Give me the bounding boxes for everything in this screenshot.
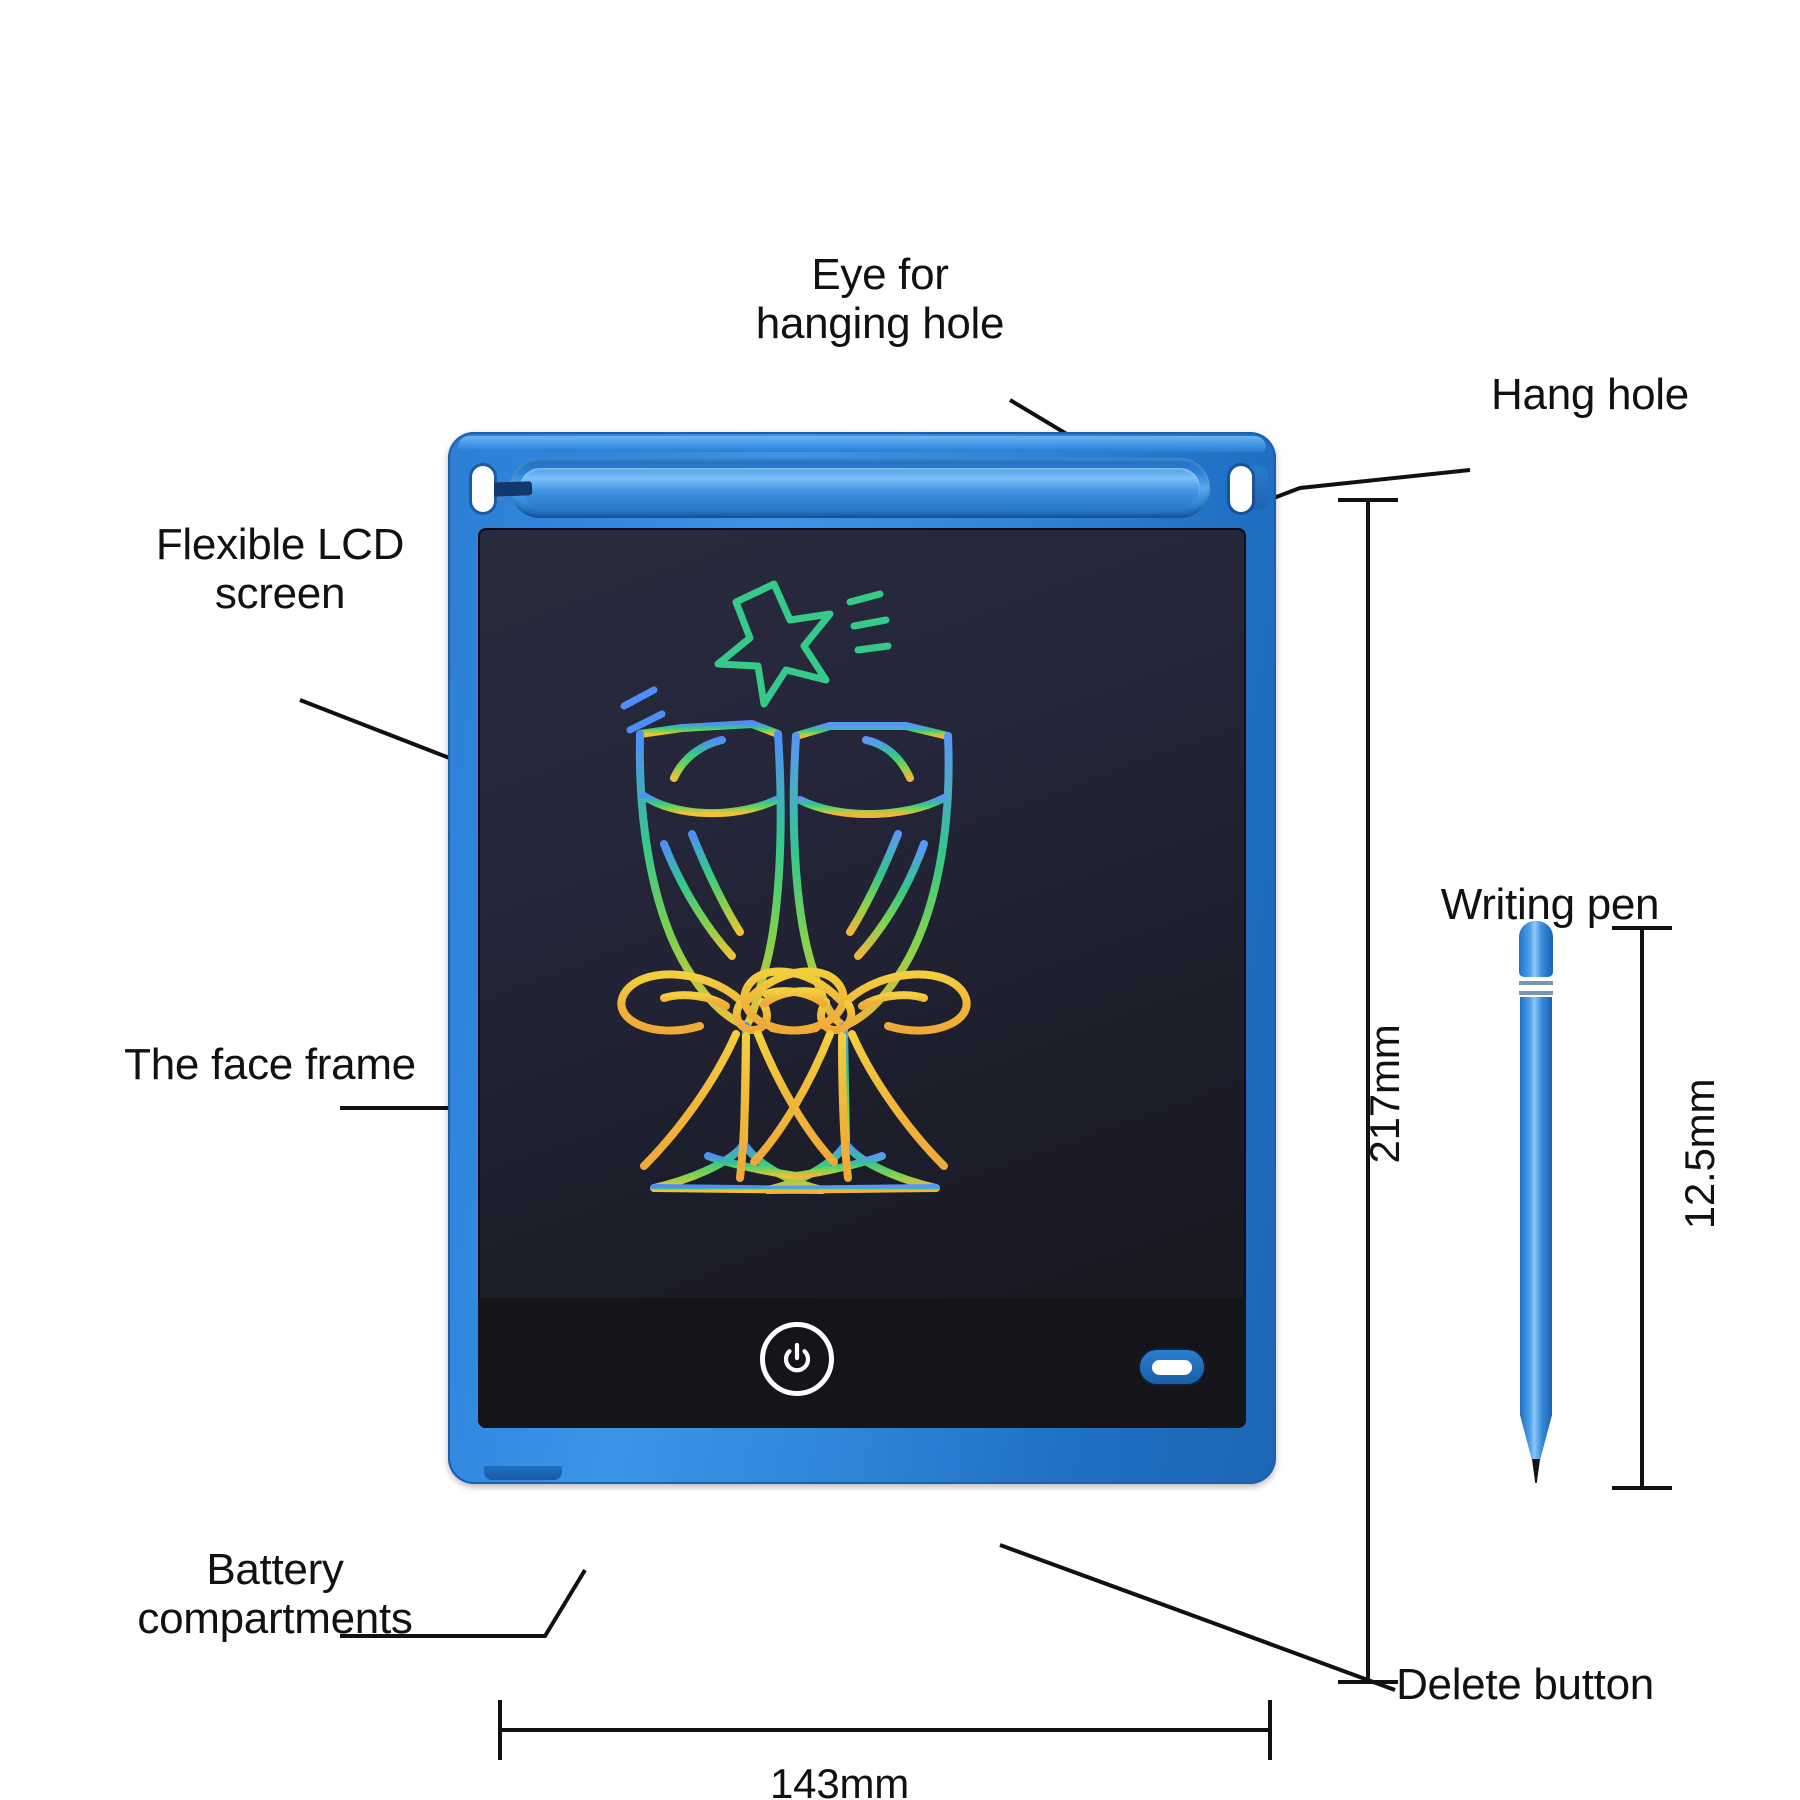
dimension-label-width: 143mm xyxy=(770,1760,910,1800)
pen-cap xyxy=(1519,921,1553,977)
callout-hang-hole: Hang hole xyxy=(1491,370,1689,419)
callout-delete-button: Delete button xyxy=(1396,1660,1654,1709)
erase-lock-indicator-inner xyxy=(1152,1359,1192,1375)
hang-hole-left xyxy=(472,466,494,512)
hang-hole-right xyxy=(1230,466,1252,512)
dimension-label-height: 217mm xyxy=(1361,1024,1408,1164)
pen-nib xyxy=(1532,1459,1540,1483)
leader-delete-button xyxy=(999,1543,1396,1692)
battery-compartment-notch xyxy=(484,1466,562,1480)
callout-writing-pen: Writing pen xyxy=(1440,880,1660,929)
pen-barrel xyxy=(1520,997,1552,1415)
lcd-screen[interactable] xyxy=(478,528,1246,1428)
callout-eye-for-hanging-hole: Eye for hanging hole xyxy=(755,250,1005,349)
screen-artwork xyxy=(617,580,971,1194)
dimension-label-pen-length: 12.5mm xyxy=(1676,1078,1723,1230)
callout-the-face-frame: The face frame xyxy=(124,1040,416,1089)
writing-pen[interactable] xyxy=(1519,921,1553,1483)
pen-ring-lower xyxy=(1519,991,1553,995)
lcd-writing-tablet xyxy=(448,432,1276,1484)
pen-taper xyxy=(1520,1415,1552,1461)
power-icon xyxy=(783,1342,811,1373)
frame-top-bevel xyxy=(458,436,1266,452)
screen-bottom-chin xyxy=(478,1298,1246,1428)
delete-button[interactable] xyxy=(760,1322,834,1396)
callout-battery-compartments: Battery compartments xyxy=(137,1545,413,1644)
pen-ring-upper xyxy=(1519,981,1553,985)
callout-flexible-lcd-screen: Flexible LCD screen xyxy=(155,520,405,619)
erase-lock-indicator[interactable] xyxy=(1140,1350,1204,1384)
seated-stylus-tip-icon xyxy=(487,481,533,497)
seated-stylus[interactable] xyxy=(520,468,1200,508)
